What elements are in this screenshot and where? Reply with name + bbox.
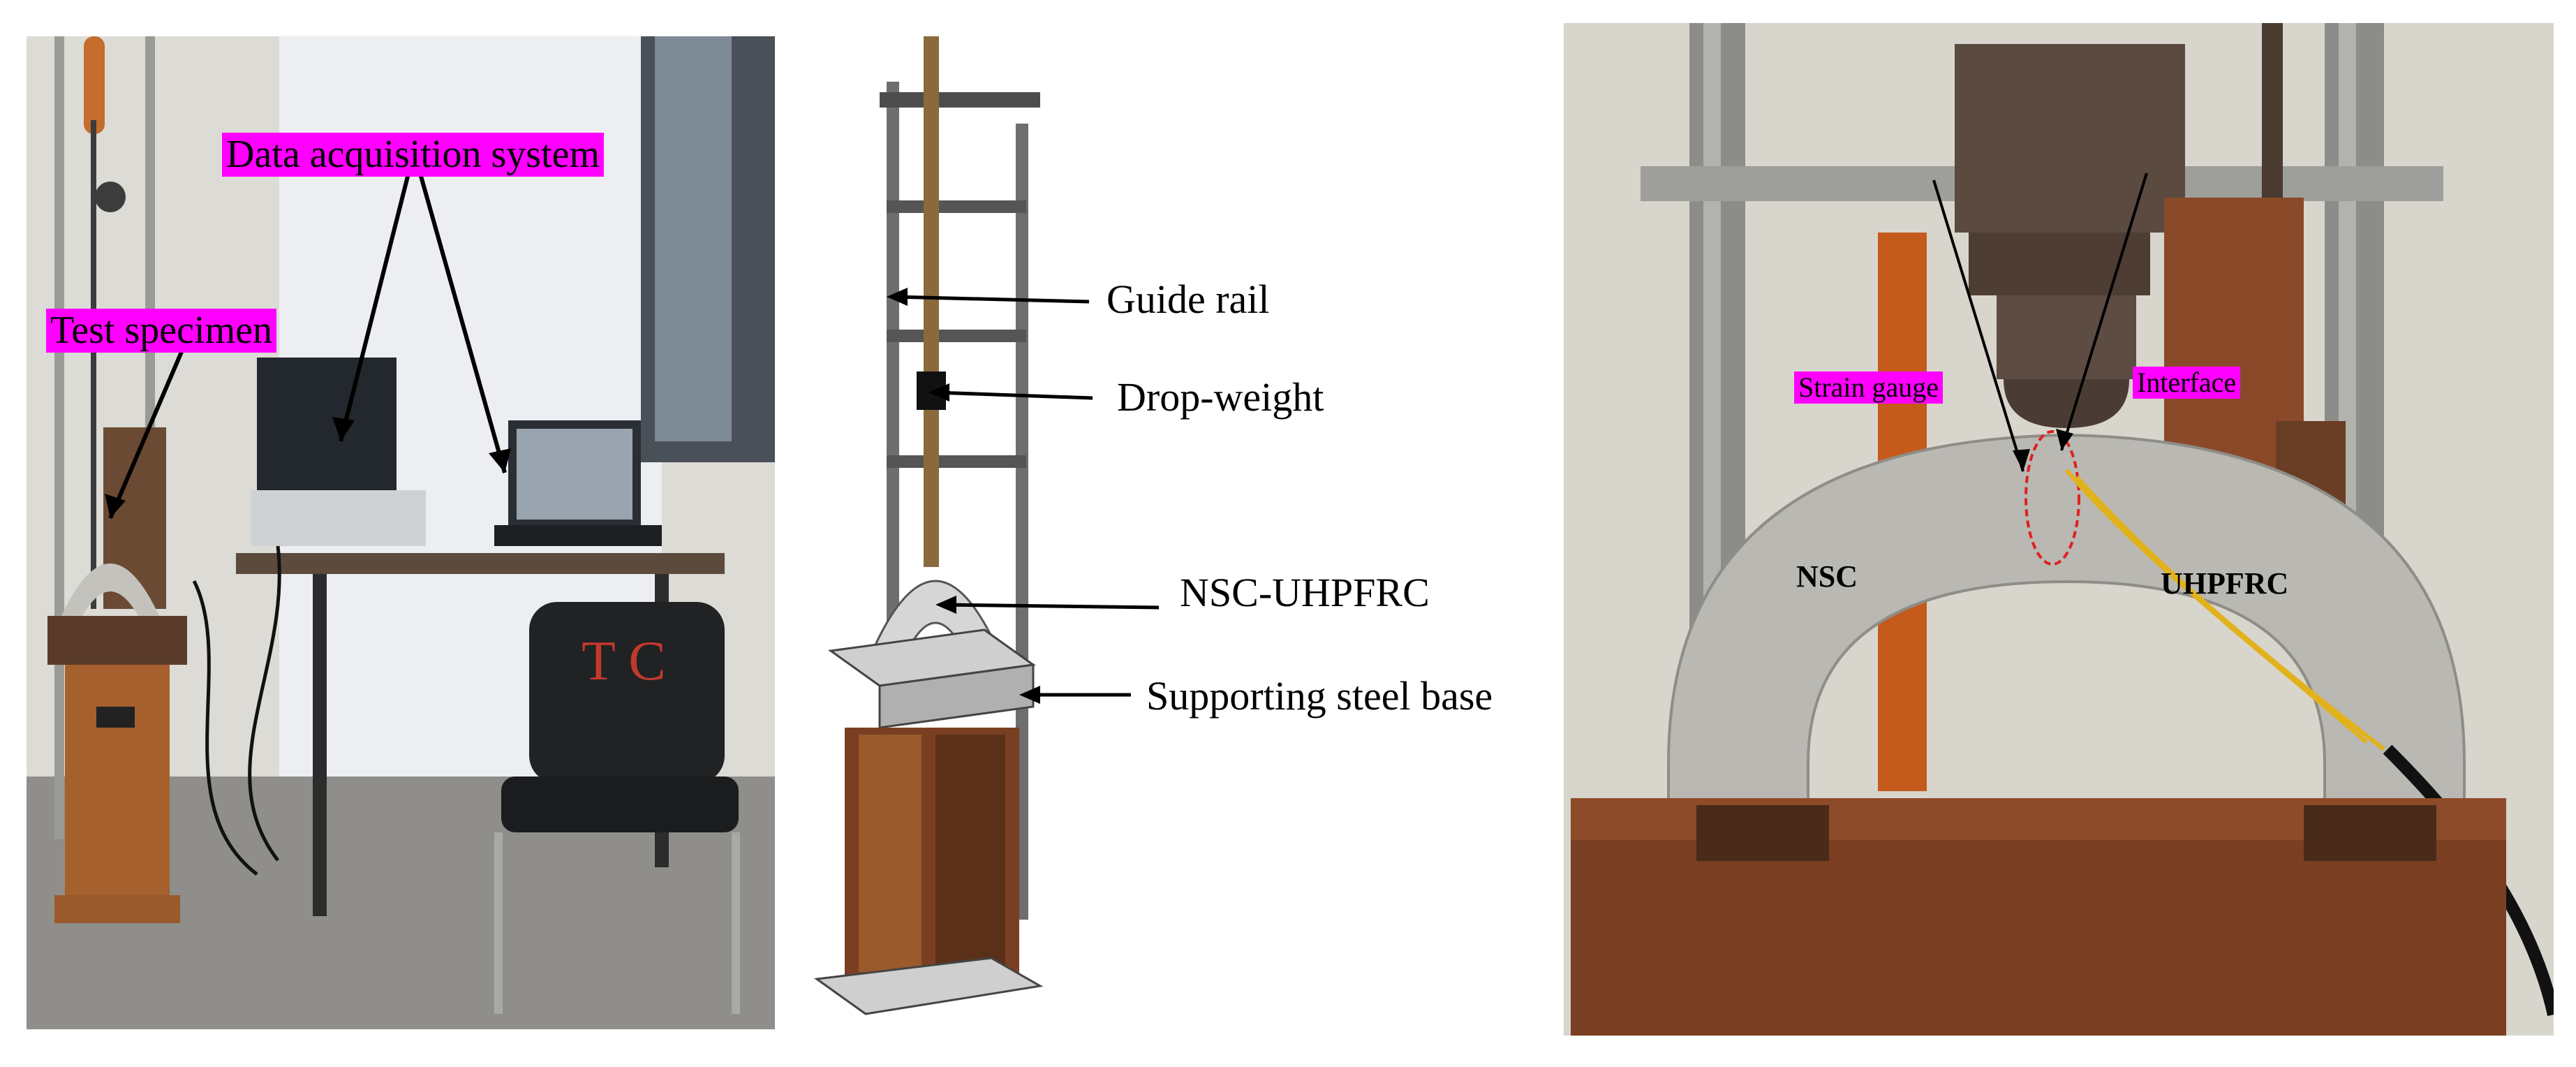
label-interface: Interface <box>2133 367 2241 399</box>
label-uhpfrc: UHPFRC <box>2161 566 2289 601</box>
label-data-acquisition-system: Data acquisition system <box>222 133 605 177</box>
right-photo <box>1564 23 2554 1036</box>
specimen-closeup-illustration <box>1564 23 2554 1036</box>
label-nsc-uhpfrc: NSC-UHPFRC <box>1180 570 1430 615</box>
schematic-panel <box>789 36 1068 1029</box>
lab-setup-illustration <box>27 36 775 1029</box>
label-drop-weight: Drop-weight <box>1117 374 1324 420</box>
label-nsc: NSC <box>1796 559 1858 594</box>
label-guide-rail: Guide rail <box>1106 277 1270 322</box>
left-photo: T C <box>27 36 775 1029</box>
label-supporting-steel-base: Supporting steel base <box>1146 673 1493 719</box>
drop-weight-apparatus <box>813 36 1044 1015</box>
label-test-specimen: Test specimen <box>46 309 276 353</box>
label-strain-gauge: Strain gauge <box>1794 371 1944 404</box>
chair-marking: T C <box>582 631 666 692</box>
